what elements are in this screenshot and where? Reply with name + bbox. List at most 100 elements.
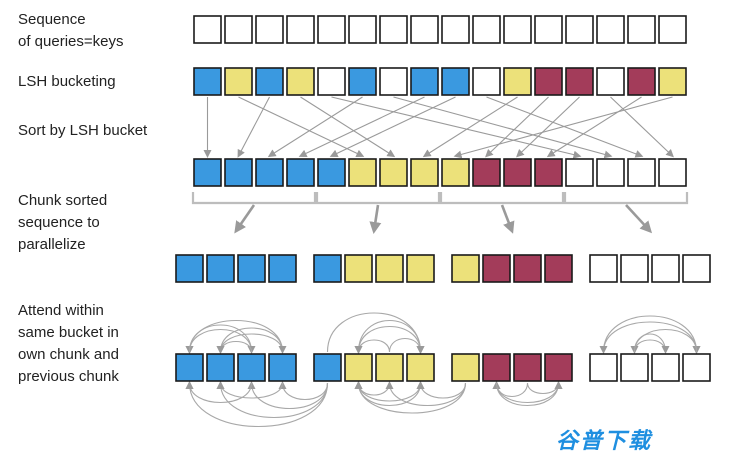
- sorted-cell: [503, 158, 532, 187]
- lsh-cell: [193, 67, 222, 96]
- label-chunk-sorted: Chunk sorted sequence to parallelize: [18, 192, 108, 253]
- sort-arrow: [331, 96, 582, 159]
- chunk-cell: [589, 254, 618, 283]
- attention-arc: [385, 381, 467, 407]
- sorted-cell: [658, 158, 687, 187]
- lsh-cell: [224, 67, 253, 96]
- attention-arc: [357, 381, 425, 402]
- attention-arc: [630, 339, 667, 354]
- sorted-cell: [627, 158, 656, 187]
- attention-arc: [357, 320, 425, 354]
- lsh-cell: [534, 67, 563, 96]
- sorted-cell: [441, 158, 470, 187]
- sort-arrow: [237, 96, 270, 158]
- chunk-arrow: [625, 204, 653, 234]
- sequence-cell: [627, 15, 656, 44]
- attention-arc: [599, 321, 698, 354]
- chunk-cell: [268, 254, 297, 283]
- sorted-cell: [255, 158, 284, 187]
- lsh-cell: [472, 67, 501, 96]
- sequence-cell: [503, 15, 532, 44]
- attention-arc: [602, 315, 701, 354]
- sequence-cell: [286, 15, 315, 44]
- watermark-logo: 谷普下载: [556, 429, 653, 454]
- attention-arc: [633, 328, 701, 354]
- attend-cell: [237, 353, 266, 382]
- sequence-cell: [317, 15, 346, 44]
- attention-arc: [416, 381, 467, 399]
- attention-arc: [326, 312, 425, 354]
- chunk-cell: [620, 254, 649, 283]
- lsh-cell: [255, 67, 284, 96]
- lsh-cell: [410, 67, 439, 96]
- sorted-cell: [193, 158, 222, 187]
- sort-arrow: [267, 96, 363, 158]
- chunk-cell: [344, 254, 373, 283]
- label-lsh-bucketing: LSH bucketing: [18, 73, 116, 90]
- sequence-cell: [658, 15, 687, 44]
- attend-cell: [544, 353, 573, 382]
- sorted-cell: [410, 158, 439, 187]
- attend-cell: [206, 353, 235, 382]
- sort-arrow: [238, 96, 365, 158]
- sorted-cell: [379, 158, 408, 187]
- attend-cell: [589, 353, 618, 382]
- attention-arc: [216, 381, 284, 399]
- attend-cell: [682, 353, 711, 382]
- chunk-arrow: [234, 204, 256, 234]
- sorted-cell: [565, 158, 594, 187]
- attention-arc: [633, 333, 670, 354]
- sequence-cell: [410, 15, 439, 44]
- attention-arc: [216, 381, 329, 418]
- attend-cell: [620, 353, 649, 382]
- chunk-bracket: [315, 192, 441, 205]
- attend-cell: [651, 353, 680, 382]
- attend-cell: [451, 353, 480, 382]
- attention-arc: [354, 325, 422, 354]
- attend-cell: [175, 353, 204, 382]
- sort-arrow: [546, 96, 642, 158]
- sorted-cell: [472, 158, 501, 187]
- attention-arc: [526, 381, 563, 395]
- chunk-bracket: [563, 192, 689, 205]
- chunk-cell: [544, 254, 573, 283]
- chunk-arrow: [369, 204, 382, 234]
- sort-arrow: [329, 96, 456, 158]
- attention-arc: [185, 381, 253, 403]
- sequence-cell: [379, 15, 408, 44]
- attend-cell: [313, 353, 342, 382]
- sequence-cell: [441, 15, 470, 44]
- lsh-cell: [317, 67, 346, 96]
- sorted-cell: [317, 158, 346, 187]
- attend-cell: [375, 353, 404, 382]
- sequence-cell: [224, 15, 253, 44]
- sequence-cell: [596, 15, 625, 44]
- attention-arc: [354, 381, 467, 414]
- attention-arc: [216, 327, 284, 354]
- sorted-cell: [348, 158, 377, 187]
- chunk-cell: [482, 254, 511, 283]
- sort-arrow: [393, 96, 613, 159]
- sort-arrow: [516, 96, 580, 158]
- lsh-cell: [286, 67, 315, 96]
- attention-arc: [185, 328, 253, 354]
- chunk-cell: [237, 254, 266, 283]
- label-attend-within: Attend within same bucket in own chunk a…: [18, 302, 119, 385]
- attention-arc: [278, 381, 329, 401]
- attention-arc: [216, 340, 253, 354]
- chunk-cell: [513, 254, 542, 283]
- chunk-cell: [206, 254, 235, 283]
- sort-arrow: [610, 96, 674, 158]
- lsh-cell: [379, 67, 408, 96]
- chunk-cell: [313, 254, 342, 283]
- chunk-cell: [451, 254, 480, 283]
- chunk-bracket: [191, 192, 317, 205]
- attention-arc: [185, 381, 329, 428]
- sequence-cell: [255, 15, 284, 44]
- sequence-cell: [348, 15, 377, 44]
- sort-arrow: [422, 96, 518, 158]
- chunk-cell: [375, 254, 404, 283]
- sort-arrow: [486, 96, 644, 158]
- sequence-cell: [534, 15, 563, 44]
